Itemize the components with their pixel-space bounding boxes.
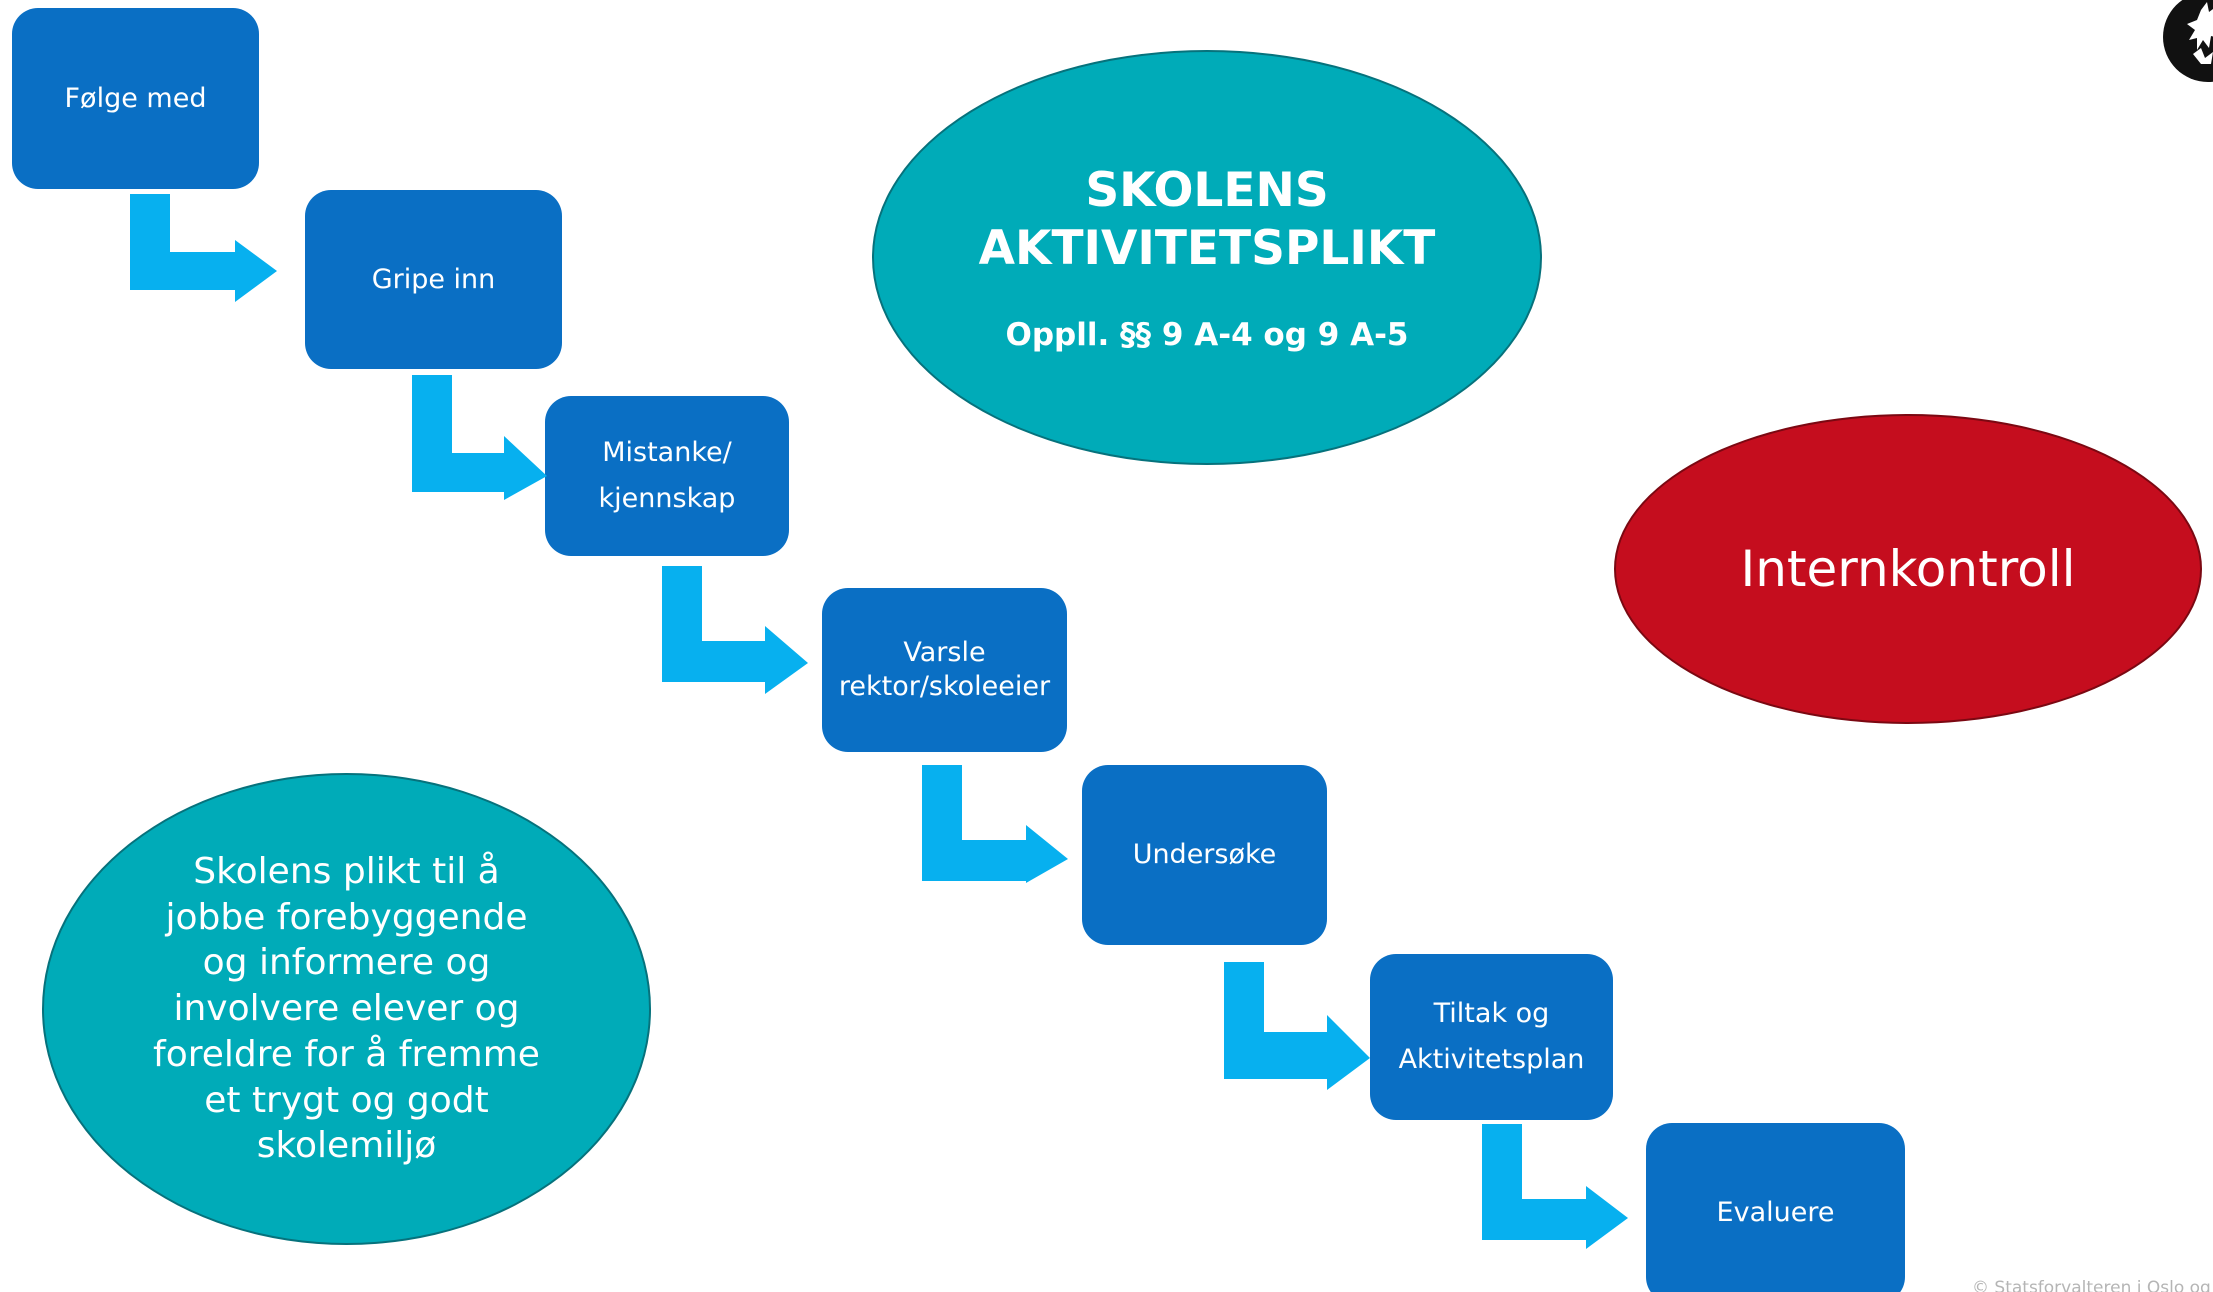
step-gripe-inn: Gripe inn <box>305 190 562 369</box>
step-label: Mistanke/ kjennskap <box>598 437 736 514</box>
prevention-ellipse: Skolens plikt til å jobbe forebyggende o… <box>42 773 651 1245</box>
law-reference: Oppll. §§ 9 A-4 og 9 A-5 <box>1005 316 1409 353</box>
step-evaluere: Evaluere <box>1646 1123 1905 1292</box>
step-label: Varsle rektor/skoleeier <box>838 637 1051 702</box>
step-varsle: Varsle rektor/skoleeier <box>822 588 1067 752</box>
internal-control-label: Internkontroll <box>1740 540 2076 598</box>
step-label: Tiltak og Aktivitetsplan <box>1398 998 1585 1075</box>
step-label: Gripe inn <box>371 263 496 295</box>
step-tiltak-aktivitetsplan: Tiltak og Aktivitetsplan <box>1370 954 1613 1120</box>
bent-arrow-3 <box>662 566 808 694</box>
bent-arrow-5 <box>1224 962 1370 1090</box>
bent-arrow-4 <box>922 765 1068 883</box>
bent-arrow-2 <box>412 375 547 500</box>
lion-emblem-icon <box>2187 2 2213 64</box>
step-mistanke-kjennskap: Mistanke/ kjennskap <box>545 396 789 556</box>
step-undersoke: Undersøke <box>1082 765 1327 945</box>
step-label: Undersøke <box>1132 839 1277 871</box>
step-label: Evaluere <box>1716 1197 1835 1229</box>
logo-seal <box>2163 0 2213 82</box>
step-label: Følge med <box>64 82 207 114</box>
step-folge-med: Følge med <box>12 8 259 189</box>
activity-duty-ellipse: SKOLENS AKTIVITETSPLIKT Oppll. §§ 9 A-4 … <box>872 50 1542 465</box>
activity-duty-title: SKOLENS AKTIVITETSPLIKT <box>978 163 1436 276</box>
copyright-footer: © Statsforvalteren i Oslo og Viken <box>1972 1278 2213 1292</box>
bent-arrow-1 <box>130 194 277 302</box>
prevention-text: Skolens plikt til å jobbe forebyggende o… <box>153 850 540 1167</box>
bent-arrow-6 <box>1482 1124 1628 1249</box>
internal-control-ellipse: Internkontroll <box>1614 414 2202 724</box>
